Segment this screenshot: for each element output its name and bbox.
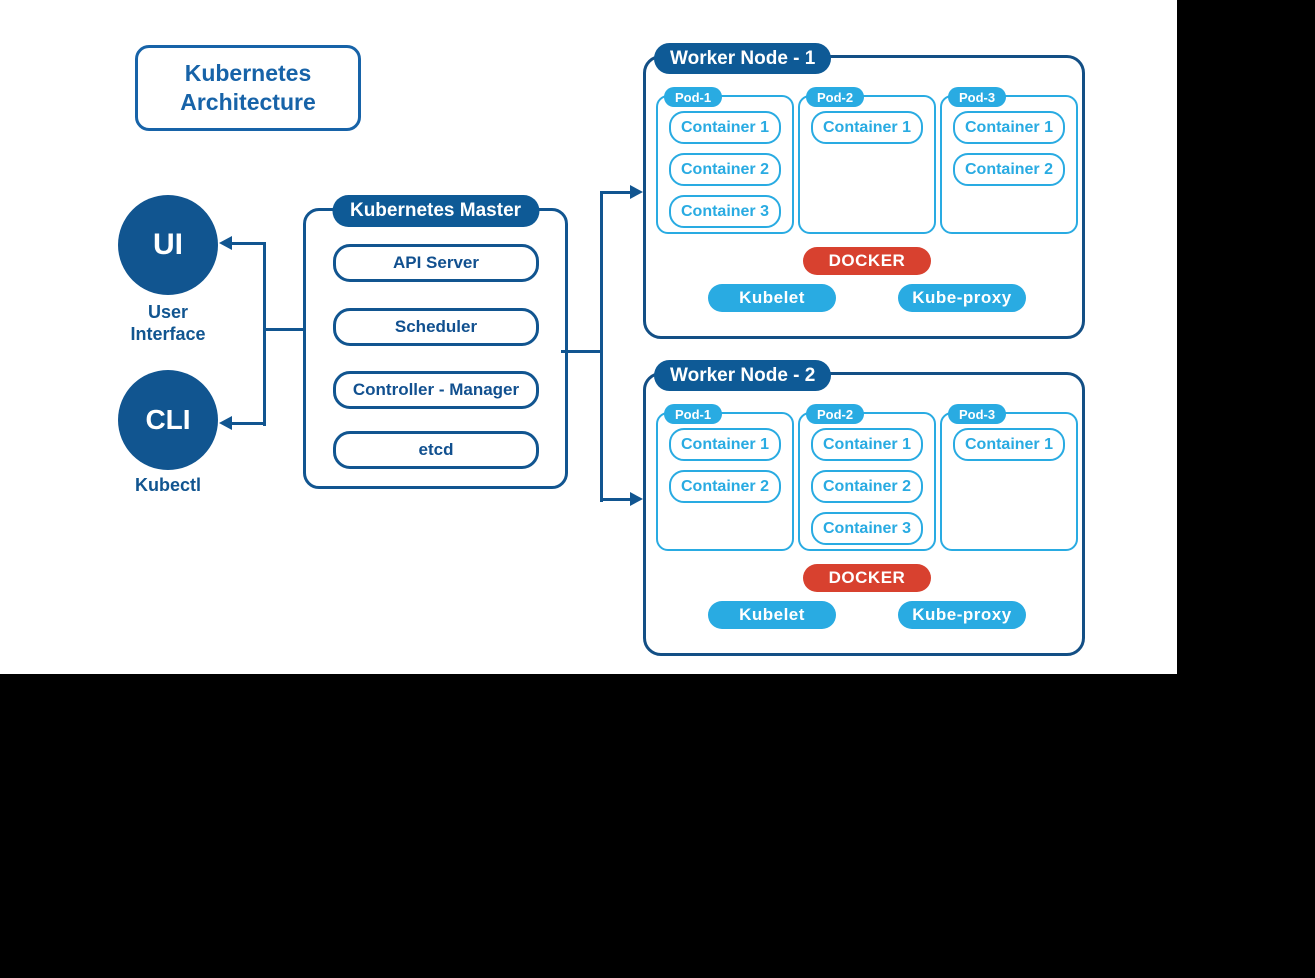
arrowhead-to-worker-2-icon (630, 492, 643, 506)
worker1-pod-1: Pod-1 Container 1 Container 2 Container … (656, 87, 794, 234)
diagram-canvas: Kubernetes Architecture UI User Interfac… (0, 0, 1177, 674)
cli-caption: Kubectl (134, 475, 201, 495)
container-pill: Container 3 (811, 512, 923, 545)
worker2-pod-3-containers: Container 1 (942, 414, 1076, 461)
worker2-pod-2-containers: Container 1 Container 2 Container 3 (800, 414, 934, 545)
worker-node-2-tab: Worker Node - 2 (654, 360, 832, 391)
container-pill: Container 1 (953, 428, 1065, 461)
worker1-pod-3: Pod-3 Container 1 Container 2 (940, 87, 1078, 234)
container-pill: Container 2 (669, 470, 781, 503)
arrow-line-to-cli (231, 422, 266, 425)
connector-workers-vertical (600, 191, 603, 502)
ui-caption: User Interface (130, 302, 206, 344)
worker2-pod-3-tab: Pod-3 (948, 404, 1007, 424)
container-pill: Container 1 (811, 111, 923, 144)
container-pill: Container 1 (953, 111, 1065, 144)
worker2-pod-3: Pod-3 Container 1 (940, 404, 1078, 551)
master-component-controller-manager: Controller - Manager (333, 371, 539, 409)
container-pill: Container 2 (669, 153, 781, 186)
worker1-pod-3-containers: Container 1 Container 2 (942, 97, 1076, 186)
diagram-title: Kubernetes Architecture (180, 60, 316, 115)
arrowhead-to-cli-icon (219, 416, 232, 430)
ui-circle: UI (118, 195, 218, 295)
worker-node-1-box: Worker Node - 1 Pod-1 Container 1 Contai… (643, 43, 1085, 339)
connector-clients-vertical (263, 242, 266, 426)
worker-node-1-tab: Worker Node - 1 (654, 43, 832, 74)
master-component-scheduler: Scheduler (333, 308, 539, 346)
worker2-kube-proxy-pill: Kube-proxy (898, 601, 1026, 629)
worker2-pod-1-containers: Container 1 Container 2 (658, 414, 792, 503)
container-pill: Container 1 (811, 428, 923, 461)
worker1-pod-3-tab: Pod-3 (948, 87, 1007, 107)
kubernetes-master-box: Kubernetes Master API Server Scheduler C… (303, 195, 568, 489)
master-component-etcd: etcd (333, 431, 539, 469)
arrow-line-to-ui (231, 242, 266, 245)
connector-master-left-horizontal (263, 328, 305, 331)
cli-circle: CLI (118, 370, 218, 470)
worker2-kubelet-pill: Kubelet (708, 601, 836, 629)
worker1-kube-proxy-pill: Kube-proxy (898, 284, 1026, 312)
arrowhead-to-worker-1-icon (630, 185, 643, 199)
worker2-pod-1-tab: Pod-1 (664, 404, 723, 424)
ui-circle-label: UI (153, 228, 183, 261)
kubernetes-master-tab: Kubernetes Master (331, 195, 540, 227)
container-pill: Container 1 (669, 111, 781, 144)
worker1-pod-2: Pod-2 Container 1 (798, 87, 936, 234)
worker-node-2-box: Worker Node - 2 Pod-1 Container 1 Contai… (643, 360, 1085, 656)
container-pill: Container 2 (953, 153, 1065, 186)
arrow-line-to-worker-1 (600, 191, 631, 194)
container-pill: Container 2 (811, 470, 923, 503)
arrowhead-to-ui-icon (219, 236, 232, 250)
worker2-pod-2: Pod-2 Container 1 Container 2 Container … (798, 404, 936, 551)
cli-circle-label: CLI (145, 404, 191, 435)
worker1-kubelet-pill: Kubelet (708, 284, 836, 312)
worker1-pod-2-containers: Container 1 (800, 97, 934, 144)
worker1-pod-1-tab: Pod-1 (664, 87, 723, 107)
diagram-title-box: Kubernetes Architecture (135, 45, 361, 131)
worker2-docker-pill: DOCKER (803, 564, 931, 592)
container-pill: Container 3 (669, 195, 781, 228)
worker1-pod-2-tab: Pod-2 (806, 87, 865, 107)
worker1-pod-1-containers: Container 1 Container 2 Container 3 (658, 97, 792, 228)
arrow-line-to-worker-2 (600, 498, 631, 501)
container-pill: Container 1 (669, 428, 781, 461)
worker2-pod-2-tab: Pod-2 (806, 404, 865, 424)
worker2-pod-1: Pod-1 Container 1 Container 2 (656, 404, 794, 551)
master-component-api-server: API Server (333, 244, 539, 282)
worker1-docker-pill: DOCKER (803, 247, 931, 275)
connector-master-right-horizontal (561, 350, 603, 353)
